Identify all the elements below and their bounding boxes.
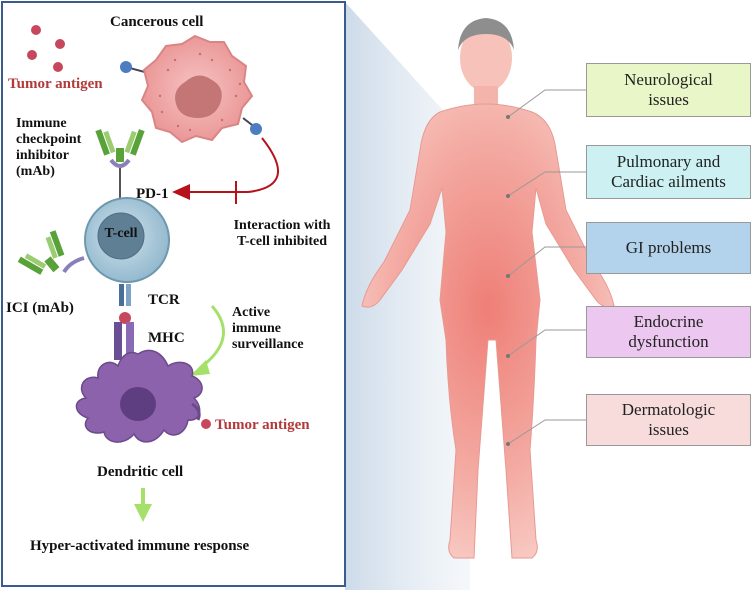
organ-box-gi: GI problems	[586, 222, 751, 274]
mhc-label: MHC	[148, 330, 185, 346]
surveillance-arrow	[190, 305, 226, 376]
ici-label: ICI (mAb)	[6, 300, 74, 316]
cancerous-cell-graphic	[120, 34, 262, 144]
pd1-receptor	[109, 158, 131, 198]
checkpoint-inhibitor-label: Immune checkpoint inhibitor (mAb)	[16, 116, 82, 180]
tumor-antigen-label-top: Tumor antigen	[8, 76, 103, 92]
organ-markers	[506, 115, 510, 446]
organ-leader-lines	[507, 89, 586, 445]
tumor-antigen-dots	[27, 25, 65, 72]
response-arrow	[134, 488, 152, 522]
ici-antibody	[17, 230, 85, 275]
tumor-antigen-label-bottom: Tumor antigen	[215, 417, 310, 433]
checkpoint-inhibitor-antibody	[95, 129, 145, 162]
mhc-molecule	[114, 312, 134, 360]
tcr-label: TCR	[148, 292, 180, 308]
human-body	[361, 18, 615, 559]
dendritic-cell-graphic	[75, 349, 211, 443]
inhibited-interaction-arrow	[172, 137, 279, 204]
dendritic-cell-label: Dendritic cell	[97, 464, 184, 480]
active-surveillance-label: Active immune surveillance	[232, 305, 304, 353]
interaction-inhibited-label: Interaction with T-cell inhibited	[233, 218, 331, 250]
cancerous-cell-label: Cancerous cell	[110, 14, 204, 30]
mechanism-panel	[1, 1, 346, 587]
tcr-receptor	[119, 284, 131, 306]
pd1-label: PD-1	[136, 186, 169, 202]
hyper-activated-label: Hyper-activated immune response	[30, 538, 250, 554]
t-cell-graphic	[84, 197, 170, 283]
t-cell-label: T-cell	[104, 226, 138, 241]
